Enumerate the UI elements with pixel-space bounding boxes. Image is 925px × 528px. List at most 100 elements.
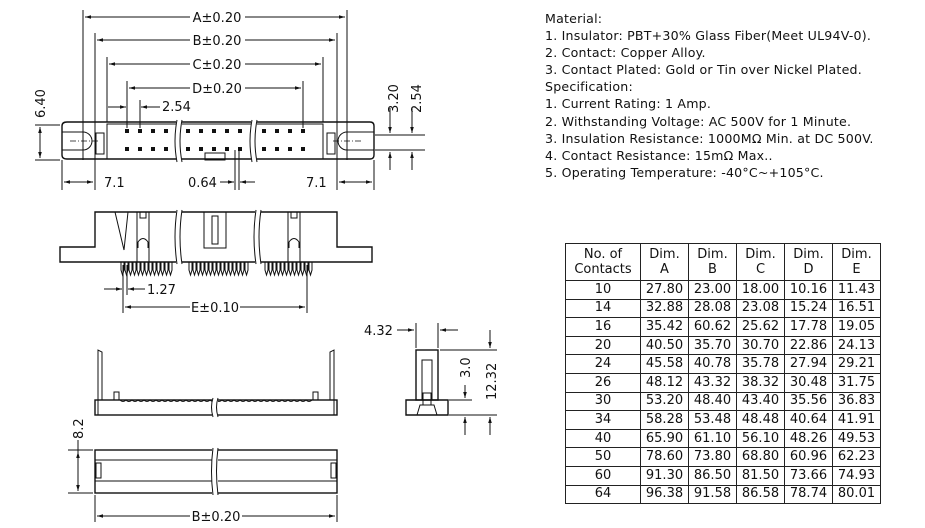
dim-pin-064-label: 0.64 [188,176,217,191]
table-header-cell: Dim.E [832,243,881,281]
table-header-cell: Dim.B [688,243,737,281]
table-cell: 53.20 [640,391,689,412]
pin-square [125,129,129,133]
top-view: A±0.20 B±0.20 C±0.20 D±0.20 2.54 6.40 [34,9,425,191]
spec-line: 3. Insulation Resistance: 1000MΩ Min. at… [545,130,874,146]
dim-side-320-label: 3.20 [387,84,402,113]
pin-square [275,147,279,151]
contact-tail [200,262,205,277]
table-cell: 17.78 [784,317,833,337]
contact-tail [224,262,229,277]
header-text: Dim. [697,247,728,262]
pin-square [186,129,190,133]
contact-tail [148,262,153,277]
table-cell: 43.32 [688,372,737,393]
table-cell: 16.51 [832,298,881,319]
table-header-cell: Dim.A [640,243,689,281]
spec-line: 4. Contact Resistance: 15mΩ Max.. [545,147,773,163]
table-cell: 91.58 [688,484,737,505]
table-cell: 23.00 [688,280,737,300]
pin-square [138,147,142,151]
contact-tail [212,262,217,277]
table-cell: 48.40 [688,391,737,412]
contact-tail [160,262,165,277]
table-cell: 68.80 [736,447,785,467]
dim-pitch-127-label: 1.27 [147,283,176,298]
table-cell: 86.58 [736,484,785,505]
spec-line: Specification: [545,79,633,95]
table-cell: 28.08 [688,298,737,319]
dim-height-30-label: 3.0 [459,357,474,378]
table-cell: 62.23 [832,447,881,467]
table-cell: 35.78 [736,354,785,374]
table-cell: 73.80 [688,447,737,467]
pin-square [238,129,242,133]
contact-tail [272,262,277,277]
table-cell: 35.42 [640,317,689,337]
table-cell: 11.43 [832,280,881,300]
table-cell: 81.50 [736,465,785,486]
contact-tail [232,262,237,277]
table-cell: 35.56 [784,391,833,412]
contact-tail [220,262,225,277]
spec-line: 3. Contact Plated: Gold or Tin over Nick… [545,62,862,78]
table-cell: 96.38 [640,484,689,505]
pin-square [186,147,190,151]
table-cell: 48.48 [736,410,785,430]
pin-square [225,147,229,151]
contact-tail [276,262,281,277]
table-cell: 27.94 [784,354,833,374]
contact-tail [204,262,209,277]
table-cell: 14 [565,298,641,319]
table-cell: 40.78 [688,354,737,374]
contact-tail [228,262,233,277]
contact-tail [168,262,173,277]
dim-b-bottom-label: B±0.20 [192,510,241,525]
table-cell: 10.16 [784,280,833,300]
table-cell: 73.66 [784,465,833,486]
specification-notes: Material:1. Insulator: PBT+30% Glass Fib… [545,10,874,181]
table-cell: 43.40 [736,391,785,412]
pin-square [301,147,305,151]
pin-square [212,129,216,133]
pin-grid [125,129,305,151]
header-text: D [803,262,814,277]
contact-tail [140,262,145,277]
table-cell: 35.70 [688,335,737,356]
pin-square [262,147,266,151]
contact-tail [216,262,221,277]
pin-square [288,129,292,133]
dim-a-label: A±0.20 [193,11,242,26]
table-cell: 10 [565,280,641,300]
contact-tail [236,262,241,277]
dim-right-71-label: 7.1 [306,176,327,191]
contact-tail [268,262,273,277]
header-text: B [708,262,717,277]
table-cell: 40 [565,428,641,449]
table-cell: 15.24 [784,298,833,319]
contact-tail [240,262,245,277]
contact-tail [288,262,293,277]
table-cell: 30.70 [736,335,785,356]
table-cell: 41.91 [832,410,881,430]
header-text: C [755,262,766,277]
table-cell: 16 [565,317,641,337]
pin-square [151,129,155,133]
table-cell: 22.86 [784,335,833,356]
table-cell: 56.10 [736,428,785,449]
table-cell: 32.88 [640,298,689,319]
table-cell: 65.90 [640,428,689,449]
table-cell: 34 [565,410,641,430]
